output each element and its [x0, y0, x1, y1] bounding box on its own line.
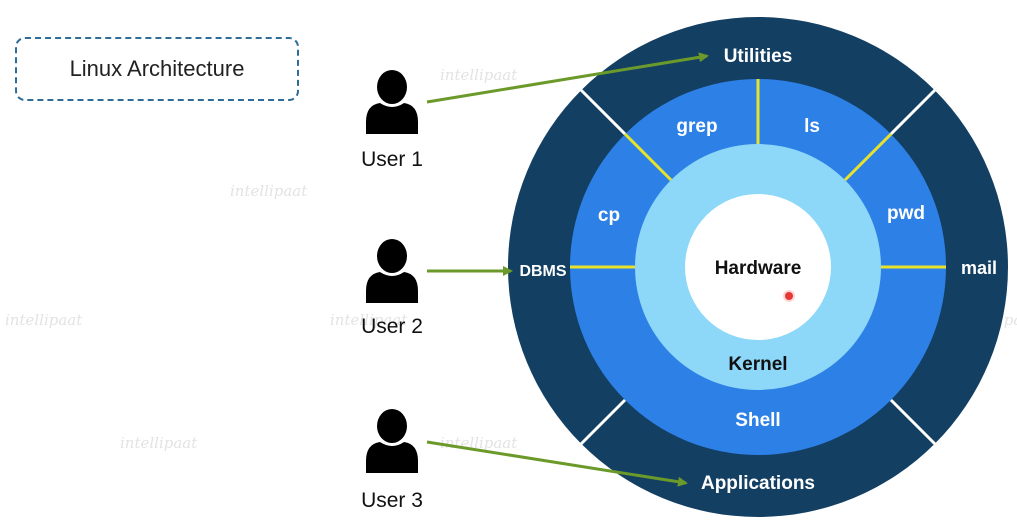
pointer-dot — [785, 292, 793, 300]
arrow-user1-utilities — [426, 52, 709, 104]
label-hardware: Hardware — [715, 258, 802, 279]
label-dbms: DBMS — [519, 263, 566, 280]
watermark: intellipaat — [120, 434, 198, 452]
label-ls: ls — [804, 116, 820, 137]
label-grep: grep — [676, 116, 717, 137]
title-box: Linux Architecture — [15, 37, 299, 101]
user-label: User 2 — [361, 315, 423, 338]
label-kernel: Kernel — [728, 354, 787, 375]
label-utilities: Utilities — [724, 46, 793, 67]
user-arrows — [426, 52, 709, 487]
user-label: User 3 — [361, 489, 423, 512]
user-label: User 1 — [361, 148, 423, 171]
shell-ring-dividers — [570, 79, 946, 269]
user-icon — [366, 239, 418, 303]
diagram-title: Linux Architecture — [69, 56, 245, 81]
label-cp: cp — [598, 205, 620, 226]
watermark: intellipaat — [440, 66, 518, 84]
user-icon — [366, 70, 418, 134]
user-icon — [366, 409, 418, 473]
arrow-user3-applications — [426, 440, 688, 487]
watermark: intellipaat — [5, 311, 83, 329]
hardware-core — [685, 194, 831, 340]
label-mail: mail — [961, 258, 997, 278]
watermark: intellipaat — [230, 182, 308, 200]
label-pwd: pwd — [887, 203, 925, 224]
outer-ring-dividers — [579, 88, 937, 446]
watermark: intellipaat — [330, 311, 408, 329]
label-applications: Applications — [701, 473, 815, 494]
label-shell: Shell — [735, 410, 780, 431]
